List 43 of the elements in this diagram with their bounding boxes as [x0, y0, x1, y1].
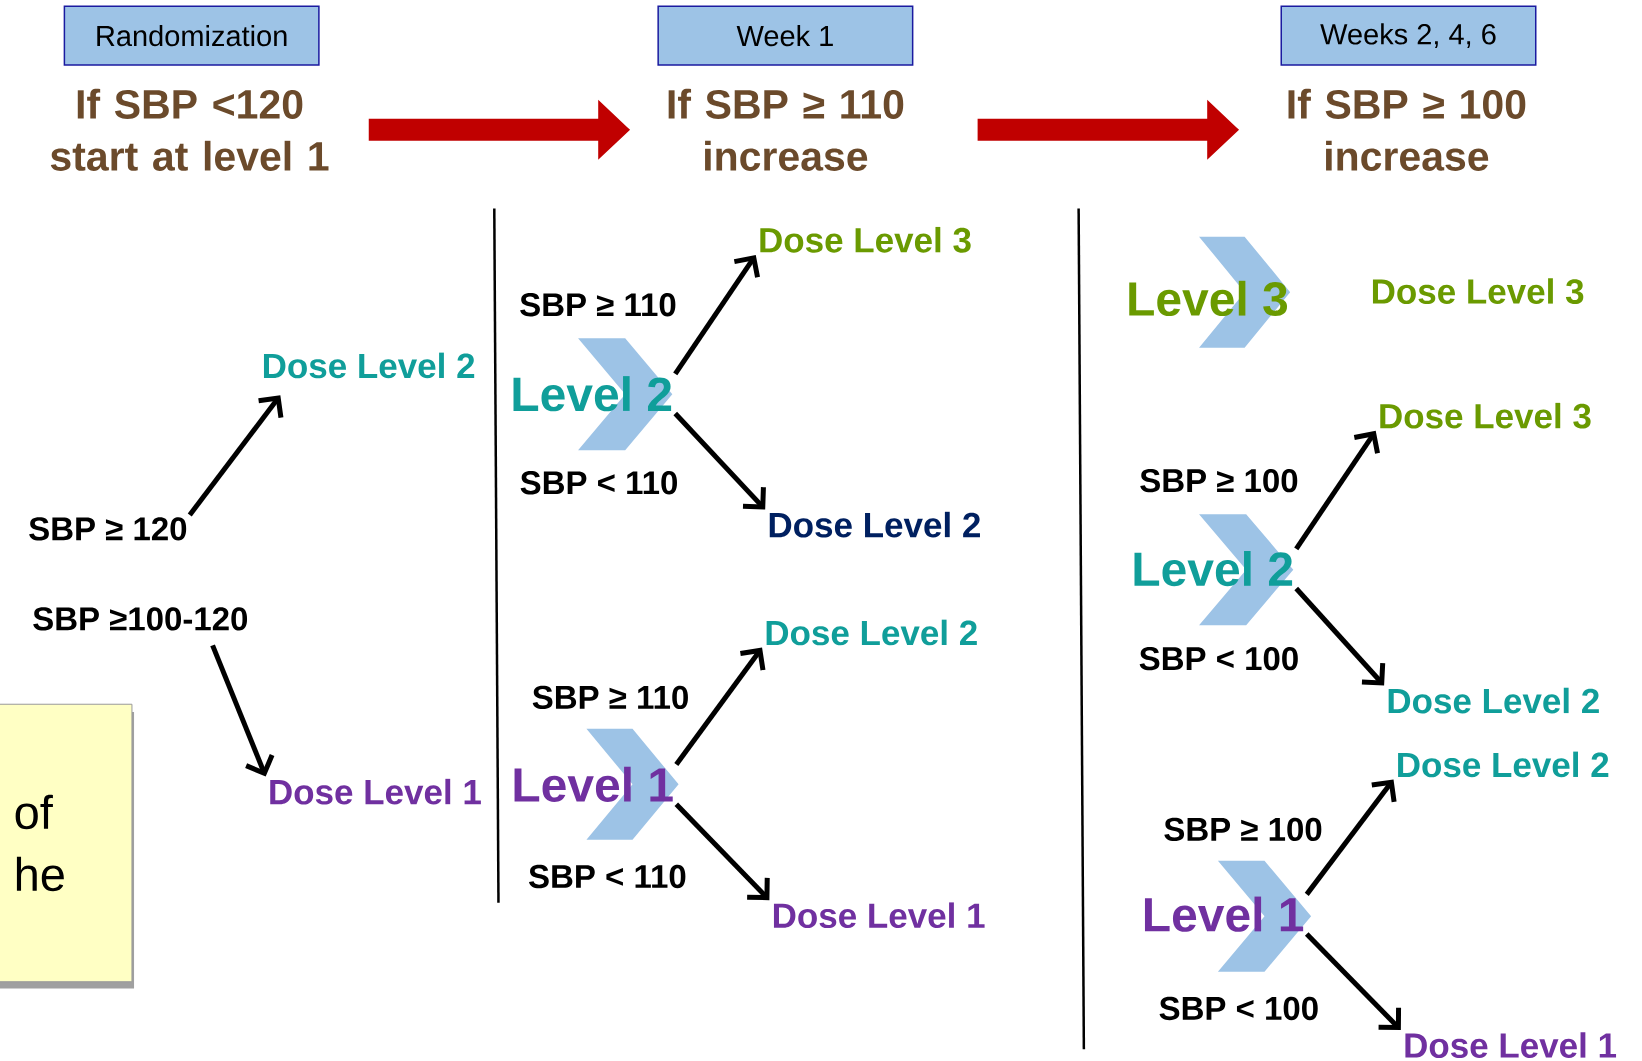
level-chevron: Level 2 [513, 338, 673, 451]
arrow [210, 644, 275, 777]
edge-label: SBP < 100 [1157, 995, 1321, 1022]
edge-label: SBP < 110 [527, 863, 688, 890]
dose-level-label: Dose Level 2 [1398, 751, 1609, 778]
level-chevron: Level 1 [514, 728, 679, 840]
edge-label: SBP < 100 [1137, 646, 1301, 672]
arrow [673, 255, 760, 376]
condition-label: SBP ≥ 120 [29, 517, 187, 541]
arrow [674, 802, 770, 901]
rule-text: If SBP <120 start at level 1 [50, 88, 329, 171]
dose-level-label: Dose Level 2 [769, 511, 980, 538]
dose-level-label: Dose Level 1 [1405, 1032, 1617, 1059]
arrow [1304, 932, 1402, 1031]
level-chevron: Level 3 [1129, 236, 1291, 348]
rule-text: If SBP ≥ 110 increase [668, 88, 904, 171]
dose-level-label: Dose Level 2 [1388, 687, 1599, 714]
dose-level-label: Dose Level 1 [773, 902, 985, 929]
condition-label: SBP ≥100-120 [33, 607, 248, 631]
edge-label: SBP ≥ 110 [518, 292, 678, 318]
dose-level-label: Dose Level 2 [263, 352, 475, 379]
arrow [1294, 586, 1386, 686]
stage-label-box: Weeks 2, 4, 6 [1280, 5, 1537, 66]
dose-level-label: Dose Level 3 [1380, 402, 1591, 429]
level-chevron: Level 2 [1134, 514, 1294, 626]
arrow [673, 411, 766, 510]
arrow [1304, 779, 1397, 896]
level-chevron: Level 1 [1144, 860, 1312, 972]
rule-text: If SBP ≥ 100 increase [1288, 88, 1526, 171]
edge-label: SBP ≥ 100 [1138, 468, 1300, 494]
dose-level-label: Dose Level 3 [1372, 278, 1584, 305]
sticky-note: of he [0, 703, 135, 989]
edge-label: SBP < 110 [518, 470, 680, 496]
arrow [187, 395, 284, 517]
stage-label-box: Week 1 [657, 5, 914, 66]
arrow [1294, 430, 1380, 551]
edge-label: SBP ≥ 110 [530, 684, 691, 711]
dose-level-label: Dose Level 1 [270, 778, 481, 805]
stage-label-box: Randomization [63, 5, 320, 66]
dose-level-label: Dose Level 3 [760, 227, 971, 253]
arrow [674, 647, 766, 767]
edge-label: SBP ≥ 100 [1162, 816, 1324, 843]
dose-level-label: Dose Level 2 [766, 619, 977, 646]
